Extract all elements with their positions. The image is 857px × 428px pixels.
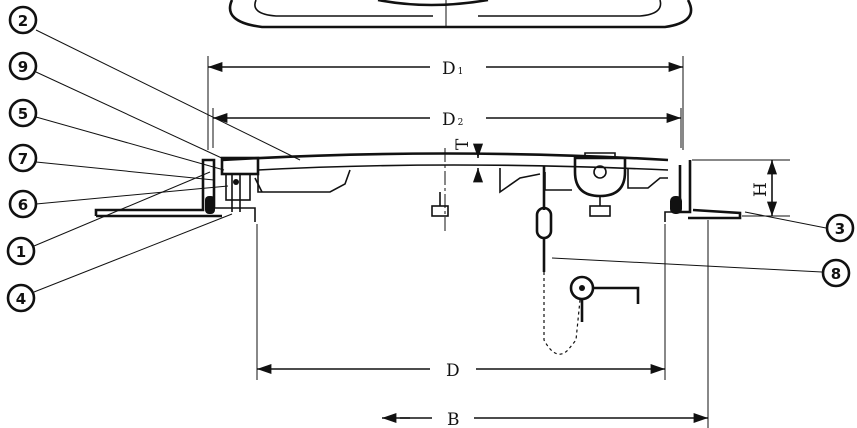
gasket-left	[205, 196, 215, 214]
callout-3: 3	[825, 213, 855, 243]
gasket-right	[670, 196, 682, 214]
b-label: B	[447, 410, 460, 428]
cover-section	[94, 152, 742, 355]
svg-text:4: 4	[16, 290, 26, 308]
callout-7: 7	[8, 143, 38, 173]
leader-lines	[33, 29, 827, 293]
callout-2: 2	[8, 5, 38, 35]
plan-view-fragment	[228, 0, 693, 29]
dimension-h: H	[692, 159, 790, 217]
dimension-d: D	[256, 224, 666, 381]
callout-6: 6	[8, 189, 38, 219]
lifting-key-icon	[569, 275, 640, 322]
dimension-t: T	[453, 138, 484, 183]
svg-text:1: 1	[16, 243, 26, 261]
svg-text:2: 2	[18, 12, 28, 30]
h-label: H	[751, 182, 771, 197]
svg-text:9: 9	[18, 58, 28, 76]
svg-text:8: 8	[831, 265, 841, 283]
callout-9: 9	[8, 51, 38, 81]
svg-text:3: 3	[835, 220, 845, 238]
callout-8: 8	[821, 258, 851, 288]
callout-5: 5	[8, 98, 38, 128]
svg-text:6: 6	[18, 196, 28, 214]
svg-text:7: 7	[18, 150, 28, 168]
d-label: D	[446, 361, 460, 381]
lock-lug	[573, 156, 627, 198]
t-label: T	[453, 138, 473, 150]
dimension-b: B	[382, 220, 709, 428]
svg-text:5: 5	[18, 105, 28, 123]
callout-4: 4	[6, 283, 36, 313]
callout-1: 1	[6, 236, 36, 266]
chain-link	[535, 206, 553, 240]
